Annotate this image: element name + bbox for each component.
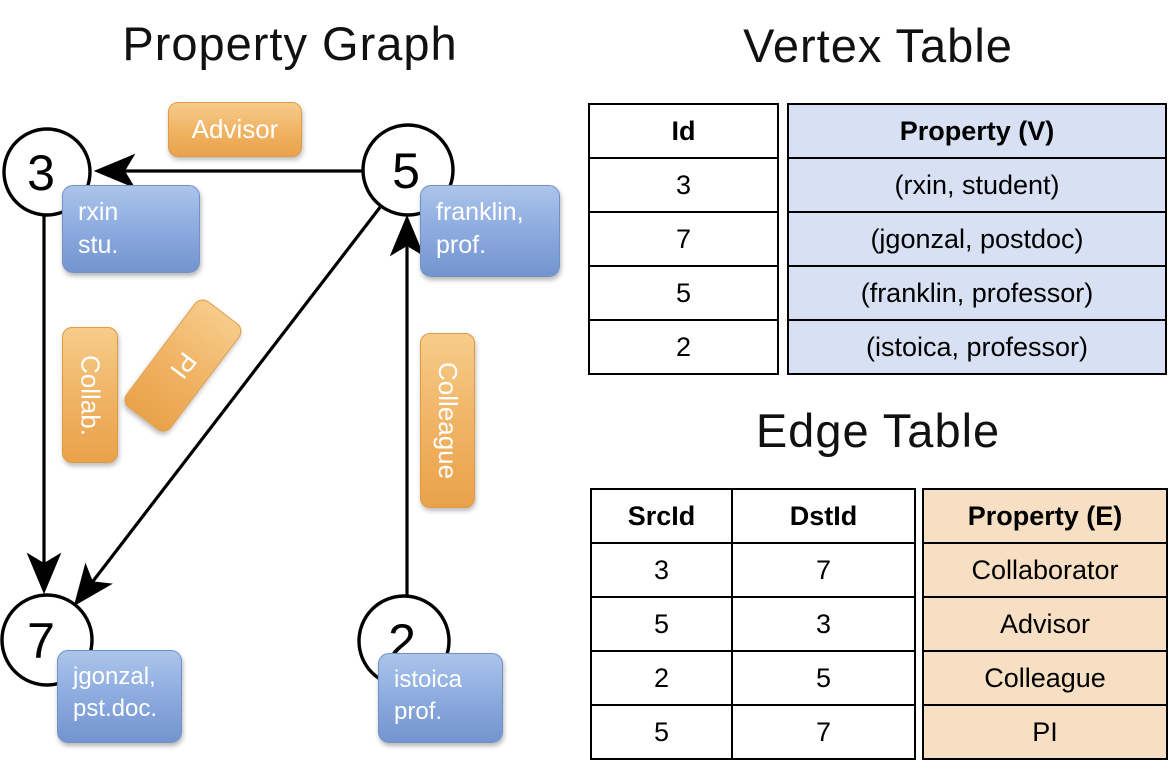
table-row: 7 [588, 211, 779, 267]
table-cell: 2 [590, 650, 733, 706]
edge-label-collab: Collab. [62, 327, 118, 463]
table-row: (rxin, student) [787, 157, 1167, 213]
table-cell: 5 [590, 596, 733, 652]
node-id-5: 5 [392, 143, 420, 199]
edge-pi-5-to-7 [73, 205, 383, 607]
table-row: Collaborator [922, 542, 1168, 598]
table-cell: Collaborator [922, 542, 1168, 598]
table-cell: (jgonzal, postdoc) [787, 211, 1167, 267]
table-row: 3 7 [590, 542, 916, 598]
edge-dstid-header: DstId [731, 488, 916, 544]
table-row: Colleague [922, 650, 1168, 706]
table-row: 5 [588, 265, 779, 321]
vertex-id-header: Id [588, 103, 779, 159]
table-row: 5 7 [590, 704, 916, 760]
vertex-property-header: Property (V) [787, 103, 1167, 159]
vertex-table: Id 3 7 5 2 Property (V) (rxin, student) … [588, 103, 1167, 375]
table-cell: (rxin, student) [787, 157, 1167, 213]
table-cell: 5 [590, 704, 733, 760]
node-id-7: 7 [27, 613, 55, 669]
table-row: 2 5 [590, 650, 916, 706]
vertex-property-box-7: jgonzal, pst.doc. [57, 650, 182, 743]
vertex-id-column: Id 3 7 5 2 [588, 103, 779, 375]
table-row: (istoica, professor) [787, 319, 1167, 375]
edge-property-header: Property (E) [922, 488, 1168, 544]
edge-table-title: Edge Table [755, 404, 1001, 457]
table-row: 3 [588, 157, 779, 213]
table-row: (franklin, professor) [787, 265, 1167, 321]
vertex-property-box-3: rxin stu. [62, 185, 200, 273]
vertex-property-box-2: istoica prof. [378, 653, 503, 743]
edge-srcid-header: SrcId [590, 488, 733, 544]
table-cell: 7 [588, 211, 779, 267]
table-cell: Colleague [922, 650, 1168, 706]
table-cell: (istoica, professor) [787, 319, 1167, 375]
graph-title: Property Graph [122, 17, 458, 70]
table-cell: 3 [588, 157, 779, 213]
vertex-property-column: Property (V) (rxin, student) (jgonzal, p… [787, 103, 1167, 375]
table-row: 2 [588, 319, 779, 375]
table-row: Advisor [922, 596, 1168, 652]
table-cell: PI [922, 704, 1168, 760]
table-cell: 3 [731, 596, 916, 652]
table-cell: 7 [731, 704, 916, 760]
edge-table: SrcId DstId 3 7 5 3 2 5 5 7 Property (E) [590, 488, 1168, 760]
table-cell: 2 [588, 319, 779, 375]
node-id-3: 3 [27, 145, 55, 201]
column-gap [779, 103, 787, 375]
edge-label-colleague: Colleague [420, 333, 475, 508]
table-cell: 7 [731, 542, 916, 598]
table-row: 5 3 [590, 596, 916, 652]
table-cell: 3 [590, 542, 733, 598]
table-cell: (franklin, professor) [787, 265, 1167, 321]
table-cell: 5 [588, 265, 779, 321]
vertex-table-title: Vertex Table [743, 19, 1013, 72]
edge-label-advisor: Advisor [168, 102, 302, 157]
edge-property-column: Property (E) Collaborator Advisor Collea… [922, 488, 1168, 760]
table-cell: Advisor [922, 596, 1168, 652]
table-row: PI [922, 704, 1168, 760]
table-row: (jgonzal, postdoc) [787, 211, 1167, 267]
vertex-property-box-5: franklin, prof. [420, 185, 560, 277]
edge-src-dst-columns: SrcId DstId 3 7 5 3 2 5 5 7 [590, 488, 916, 760]
table-cell: 5 [731, 650, 916, 706]
